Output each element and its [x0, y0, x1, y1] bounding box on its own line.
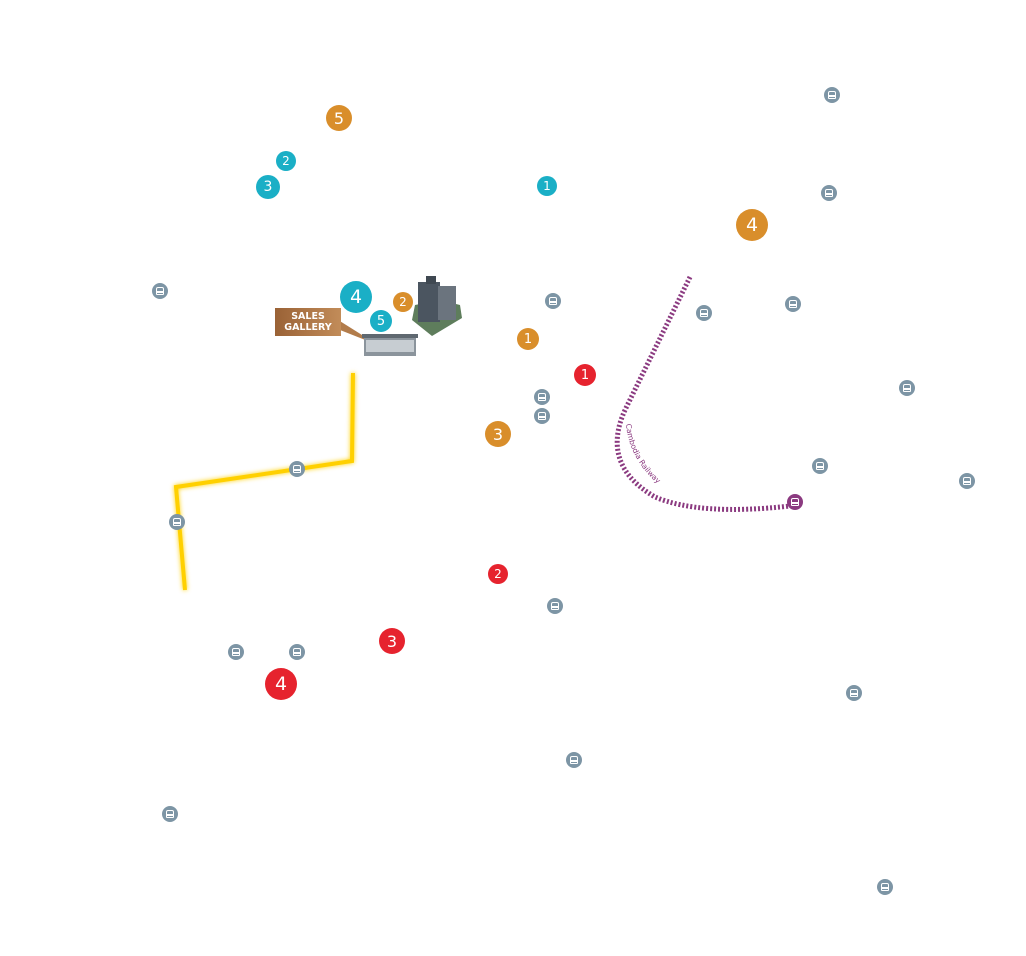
sales-gallery-line1: SALES [291, 311, 325, 322]
poi-marker-red-4[interactable]: 4 [265, 668, 297, 700]
poi-marker-red-2[interactable]: 2 [488, 564, 508, 584]
bus-stop-icon[interactable] [169, 514, 185, 530]
bus-stop-icon[interactable] [824, 87, 840, 103]
poi-marker-orange-3[interactable]: 3 [485, 421, 511, 447]
bus-stop-icon[interactable] [289, 461, 305, 477]
poi-marker-teal-2[interactable]: 2 [276, 151, 296, 171]
bus-stop-icon[interactable] [162, 806, 178, 822]
train-station-icon[interactable] [787, 494, 803, 510]
poi-marker-orange-1[interactable]: 1 [517, 328, 539, 350]
sales-gallery-label: SALES GALLERY [275, 308, 341, 336]
poi-marker-teal-3[interactable]: 3 [256, 175, 280, 199]
poi-marker-teal-4[interactable]: 4 [340, 281, 372, 313]
bus-stop-icon[interactable] [545, 293, 561, 309]
bus-stop-icon[interactable] [696, 305, 712, 321]
bus-stop-icon[interactable] [812, 458, 828, 474]
bus-stop-icon[interactable] [547, 598, 563, 614]
bus-stop-icon[interactable] [877, 879, 893, 895]
poi-marker-orange-2[interactable]: 2 [393, 292, 413, 312]
poi-marker-teal-5[interactable]: 5 [370, 310, 392, 332]
bus-stop-icon[interactable] [899, 380, 915, 396]
bus-stop-icon[interactable] [566, 752, 582, 768]
bus-stop-icon[interactable] [152, 283, 168, 299]
bus-stop-icon[interactable] [534, 408, 550, 424]
bus-stop-icon[interactable] [785, 296, 801, 312]
transit-line-yellow [173, 372, 355, 591]
sales-gallery-line2: GALLERY [284, 322, 332, 333]
bus-stop-icon[interactable] [289, 644, 305, 660]
poi-marker-red-1[interactable]: 1 [574, 364, 596, 386]
poi-marker-red-3[interactable]: 3 [379, 628, 405, 654]
bus-stop-icon[interactable] [846, 685, 862, 701]
railway-label: Cambodia Railway [624, 423, 663, 485]
condominium-tower-icon [412, 276, 462, 336]
bus-stop-icon[interactable] [821, 185, 837, 201]
poi-marker-orange-5[interactable]: 5 [326, 105, 352, 131]
poi-marker-teal-1[interactable]: 1 [537, 176, 557, 196]
bus-stop-icon[interactable] [228, 644, 244, 660]
poi-marker-orange-4[interactable]: 4 [736, 209, 768, 241]
bus-stop-icon[interactable] [534, 389, 550, 405]
sales-gallery-building-icon [362, 334, 418, 356]
bus-stop-icon[interactable] [959, 473, 975, 489]
